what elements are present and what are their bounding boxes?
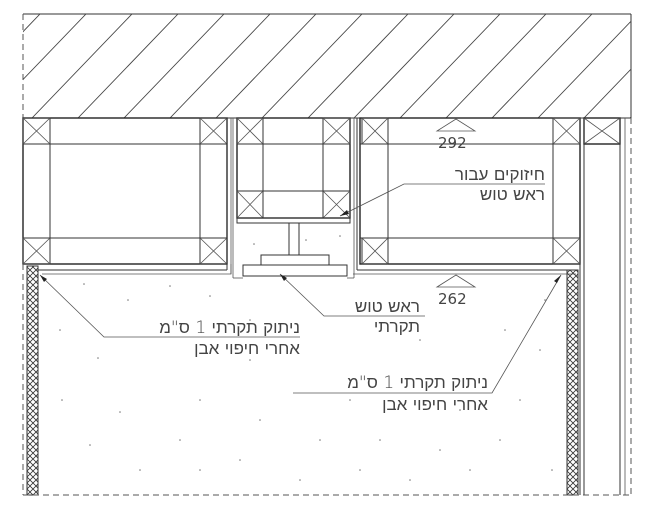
timber-block xyxy=(22,117,51,145)
label-gap-right-line1: ניתוק תקרתי 1 ס"מ xyxy=(347,373,488,393)
plaster-speckle xyxy=(59,235,553,481)
label-gap-right-line2: אחרי חיפוי אבן xyxy=(382,395,488,415)
leader-ceiling-gap-right: ניתוק תקרתי 1 ס"מ אחרי חיפוי אבן xyxy=(293,274,562,415)
timber-block xyxy=(199,237,228,265)
label-reinforcement-line2: ראש טוש xyxy=(480,185,545,205)
concrete-slab xyxy=(22,13,632,119)
timber-block xyxy=(199,117,228,145)
label-reinforcement-line1: חיזוקים עבור xyxy=(455,165,545,185)
elevation-marker-262: 262 xyxy=(435,274,477,308)
timber-block xyxy=(552,237,581,265)
label-sprinkler-line1: ראש טוש xyxy=(355,297,420,317)
timber-block xyxy=(361,117,389,145)
ceiling-boards xyxy=(38,264,576,279)
frame-left xyxy=(22,117,232,274)
elevation-value-262: 262 xyxy=(438,290,467,308)
leader-sprinkler-head: ראש טוש תקרתי xyxy=(279,273,425,337)
elevation-value-292: 292 xyxy=(438,134,467,152)
frame-right xyxy=(356,117,581,270)
stone-cladding-right xyxy=(566,264,581,496)
timber-block xyxy=(552,117,581,145)
timber-block xyxy=(236,117,264,145)
leader-ceiling-gap-left: ניתוק תקרתי 1 ס"מ אחרי חיפוי אבן xyxy=(39,274,300,359)
timber-block xyxy=(361,237,389,265)
elevation-marker-292: 292 xyxy=(435,118,477,152)
label-gap-left-line1: ניתוק תקרתי 1 ס"מ xyxy=(159,318,300,338)
timber-block xyxy=(236,190,264,219)
stone-cladding-left xyxy=(22,264,39,496)
sprinkler-head xyxy=(242,222,348,277)
timber-block xyxy=(322,117,351,145)
timber-block xyxy=(22,237,51,265)
frame-far-right xyxy=(583,117,632,495)
leader-reinforcement: חיזוקים עבור ראש טוש xyxy=(339,165,545,217)
frame-middle-reinforcement xyxy=(232,117,355,278)
label-gap-left-line2: אחרי חיפוי אבן xyxy=(194,339,300,359)
label-sprinkler-line2: תקרתי xyxy=(374,317,420,337)
